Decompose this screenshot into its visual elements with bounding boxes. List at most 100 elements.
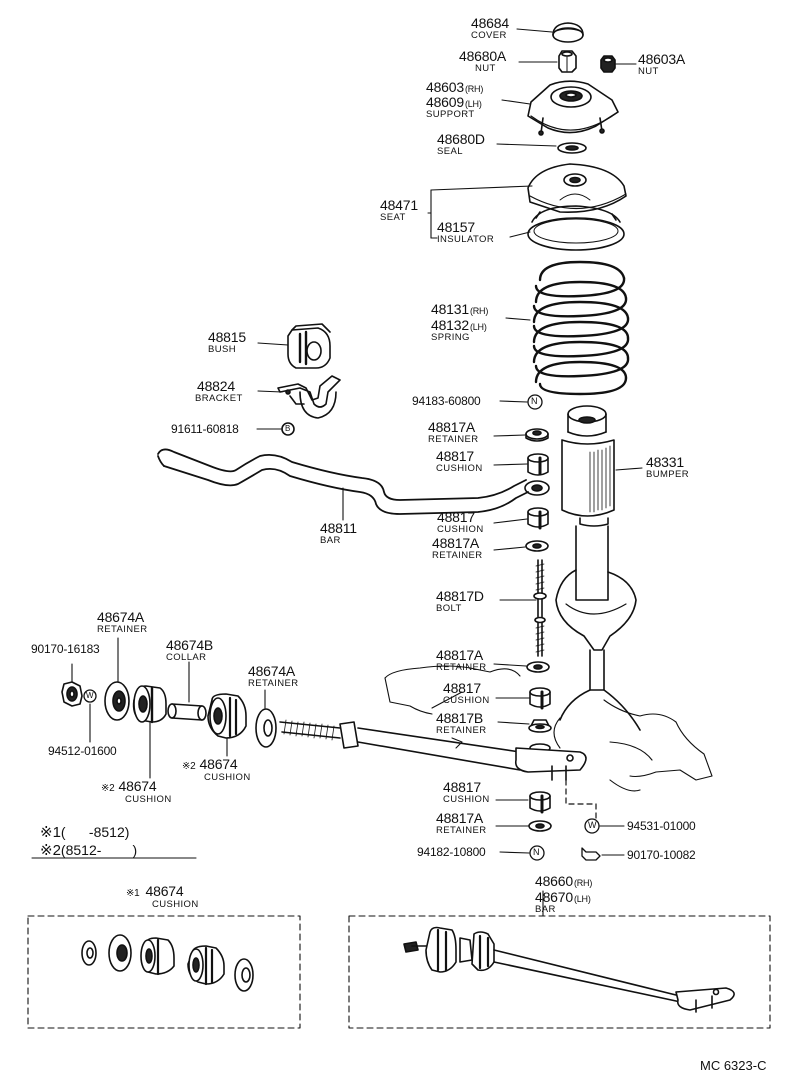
part-name: RETAINER xyxy=(248,678,299,689)
part-number: 48331 xyxy=(646,454,684,470)
part-48817A-mid: 48817A RETAINER xyxy=(432,536,483,561)
part-name: BOLT xyxy=(436,603,462,614)
part-name: BAR xyxy=(320,535,341,546)
part-number: 48817 xyxy=(443,680,481,696)
part-name: RETAINER xyxy=(432,550,483,561)
circle-mark-n-lower: N xyxy=(533,847,540,857)
part-number: 48674 xyxy=(145,883,184,899)
part-48824: 48824 BRACKET xyxy=(195,379,243,404)
footnote-mark: ※1 xyxy=(126,888,140,899)
part-suffix: (RH) xyxy=(573,878,593,888)
retainer-3-drawing xyxy=(526,661,550,673)
strut-body-drawing xyxy=(555,517,641,731)
part-name: CUSHION xyxy=(443,695,490,706)
part-48817A-bottom: 48817A RETAINER xyxy=(436,811,487,836)
part-48131: 48131(RH) xyxy=(431,302,488,316)
part-number: 48817A xyxy=(436,647,484,663)
retainer-b-drawing xyxy=(528,719,552,733)
part-48680D: 48680D SEAL xyxy=(437,132,485,157)
part-48817D: 48817D BOLT xyxy=(436,589,484,614)
cushion-1-drawing xyxy=(527,453,549,476)
part-48674B: 48674B COLLAR xyxy=(166,638,213,663)
nut-left-drawing xyxy=(61,681,83,707)
part-name: BAR xyxy=(535,904,556,915)
part-suffix: (LH) xyxy=(469,322,487,332)
part-suffix: (RH) xyxy=(464,84,484,94)
collar-drawing xyxy=(167,703,207,721)
part-number: 48815 xyxy=(208,329,246,345)
part-name: CUSHION xyxy=(437,524,484,535)
kit-box-left-parts xyxy=(81,934,254,992)
part-48603: 48603(RH) xyxy=(426,80,483,94)
part-48815: 48815 BUSH xyxy=(208,330,246,355)
diagram-code: MC 6323-C xyxy=(700,1058,767,1073)
part-48674-kit: ※1 48674 CUSHION xyxy=(126,884,199,910)
bumper-drawing xyxy=(561,405,615,517)
part-name: COVER xyxy=(471,30,507,41)
bracket-drawing xyxy=(277,375,341,419)
part-name: SUPPORT xyxy=(426,109,475,120)
part-name: SEAL xyxy=(437,146,463,157)
part-number: 48680D xyxy=(437,131,485,147)
retainer-1-drawing xyxy=(525,428,549,442)
part-48670: 48670(LH) BAR xyxy=(535,890,591,915)
part-48603A: 48603A NUT xyxy=(638,52,685,77)
bolt-drawing xyxy=(533,559,547,657)
seal-drawing xyxy=(557,142,587,154)
part-name: CUSHION xyxy=(436,463,483,474)
part-48674A-right: 48674A RETAINER xyxy=(248,664,299,689)
part-name: COLLAR xyxy=(166,652,207,663)
cushion-2-drawing xyxy=(527,507,549,530)
part-name: CUSHION xyxy=(152,899,199,910)
part-90170-16183: 90170-16183 xyxy=(31,643,100,655)
part-48674A-left: 48674A RETAINER xyxy=(97,610,148,635)
part-48680A: 48680A NUT xyxy=(459,49,506,74)
circle-mark-n-upper: N xyxy=(531,396,538,406)
footnote-1-mark: ※1 xyxy=(40,824,61,841)
part-number: 48674B xyxy=(166,637,214,653)
knuckle-bracket-lines xyxy=(451,737,463,749)
cover-drawing xyxy=(552,22,584,43)
nut-side-drawing xyxy=(600,55,616,73)
kit-box-right xyxy=(348,915,771,1029)
part-name: SPRING xyxy=(431,332,470,343)
part-number: 48817A xyxy=(436,810,484,826)
footnote-2-mark: ※2 xyxy=(40,842,61,859)
insulator-drawing xyxy=(527,205,625,251)
part-number: 48824 xyxy=(197,378,235,394)
part-suffix: (LH) xyxy=(573,894,591,904)
part-94531-01000: 94531-01000 xyxy=(627,820,696,832)
part-number: 94531-01000 xyxy=(627,819,696,833)
footnote-2-text: (8512- ) xyxy=(60,842,138,858)
part-name: RETAINER xyxy=(428,434,479,445)
part-number: 48674 xyxy=(199,756,238,772)
part-90170-10082: 90170-10082 xyxy=(627,849,696,861)
footnote-1-text: ( -8512) xyxy=(60,824,130,840)
kit-box-left xyxy=(27,915,301,1029)
leader-lines xyxy=(71,28,643,917)
part-number: 48603A xyxy=(638,51,686,67)
part-number: 48609 xyxy=(426,94,464,110)
footnote-mark: ※2 xyxy=(101,783,115,794)
part-number: 48817A xyxy=(432,535,480,551)
part-suffix: (LH) xyxy=(464,99,482,109)
part-suffix: (RH) xyxy=(469,306,489,316)
part-48471: 48471 SEAT xyxy=(380,198,418,223)
part-name: SEAT xyxy=(380,212,406,223)
part-48817-upper: 48817 CUSHION xyxy=(436,449,483,474)
part-number: 91611-60818 xyxy=(171,422,239,436)
part-48684: 48684 COVER xyxy=(471,16,509,41)
part-number: 90170-10082 xyxy=(627,848,696,862)
bush-drawing xyxy=(287,323,331,369)
part-number: 48471 xyxy=(380,197,418,213)
part-name: CUSHION xyxy=(125,794,172,805)
part-48817B: 48817B RETAINER xyxy=(436,711,487,736)
retainer-right-drawing xyxy=(255,708,277,748)
part-name: CUSHION xyxy=(204,772,251,783)
retainer-left-drawing xyxy=(104,681,130,721)
footnote-1: ※1( -8512) xyxy=(40,824,129,841)
part-name: RETAINER xyxy=(97,624,148,635)
